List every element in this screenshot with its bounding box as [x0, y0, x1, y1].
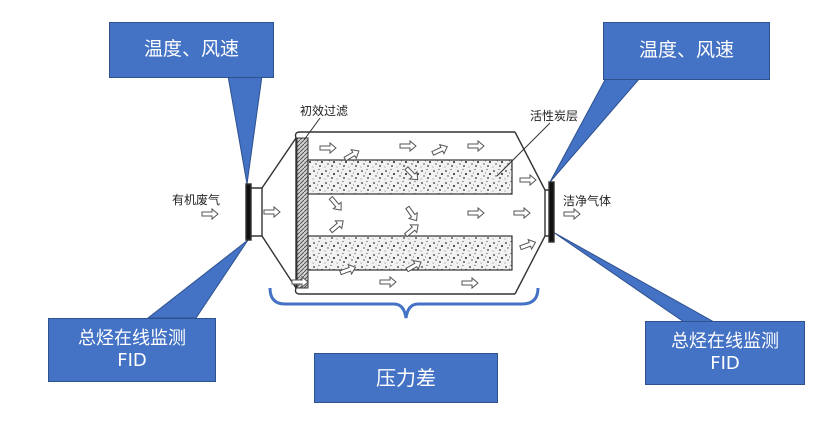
callout-pressure-difference-text: 压力差	[376, 365, 436, 390]
pointer-top-left	[227, 75, 263, 185]
adsorber-housing	[294, 131, 546, 295]
flow-arrow-icon	[343, 148, 360, 162]
flow-arrow-icon	[431, 143, 448, 156]
pointer-top-right	[549, 77, 642, 183]
flow-arrow-icon	[328, 220, 344, 234]
flow-arrow-icon	[404, 166, 419, 181]
pointer-bottom-right	[552, 231, 716, 323]
flow-arrow-icon	[399, 139, 417, 153]
flow-arrow-icon	[461, 276, 479, 290]
flow-arrow-icon	[467, 206, 485, 220]
pre-filter-label: 初效过滤	[300, 104, 349, 118]
flow-arrows	[201, 139, 581, 290]
carbon-label-leader	[496, 122, 551, 177]
carbon-layer-lower	[307, 235, 513, 271]
pre-filter	[296, 137, 309, 289]
pre-filter-label-leader	[303, 117, 321, 141]
flow-arrow-icon	[328, 195, 342, 211]
inlet-gas-label: 有机废气	[172, 193, 221, 207]
flow-arrow-icon	[319, 141, 337, 155]
callout-temperature-wind-left-text: 温度、风速	[143, 38, 239, 61]
outlet-pipe	[544, 181, 555, 243]
callout-fid-right-line1: 总烃在线监测	[671, 330, 779, 352]
pressure-bracket	[268, 287, 540, 319]
inlet-pipe	[245, 137, 297, 289]
pointer-bottom-left	[146, 239, 249, 319]
callout-pressure-difference: 压力差	[314, 353, 498, 403]
flow-arrow-icon	[339, 263, 357, 276]
callout-fid-right-line2: FID	[710, 353, 740, 374]
callout-fid-left: 总烃在线监测 FID	[48, 318, 216, 382]
callout-temperature-wind-right-text: 温度、风速	[638, 39, 734, 62]
carbon-layer-label: 活性炭层	[530, 109, 579, 123]
flow-arrow-icon	[291, 275, 309, 289]
flow-arrow-icon	[467, 139, 485, 153]
flow-arrow-icon	[405, 259, 422, 273]
callout-fid-right: 总烃在线监测 FID	[645, 321, 805, 385]
flow-arrow-icon	[519, 238, 537, 251]
flow-arrow-icon	[513, 206, 531, 220]
callout-fid-left-line1: 总烃在线监测	[78, 327, 186, 349]
callout-temperature-wind-right: 温度、风速	[603, 22, 770, 80]
flow-arrow-icon	[519, 173, 537, 187]
flow-arrow-icon	[379, 275, 397, 289]
carbon-layer-upper	[307, 159, 513, 195]
flow-arrow-icon	[403, 224, 419, 238]
outlet-gas-label: 洁净气体	[563, 194, 612, 208]
flow-arrow-icon	[263, 205, 281, 219]
callout-fid-left-line2: FID	[117, 350, 147, 371]
callout-temperature-wind-left: 温度、风速	[109, 22, 274, 78]
flow-arrow-icon	[563, 207, 581, 221]
flow-arrow-icon	[405, 205, 418, 222]
flow-arrow-icon	[201, 207, 219, 221]
